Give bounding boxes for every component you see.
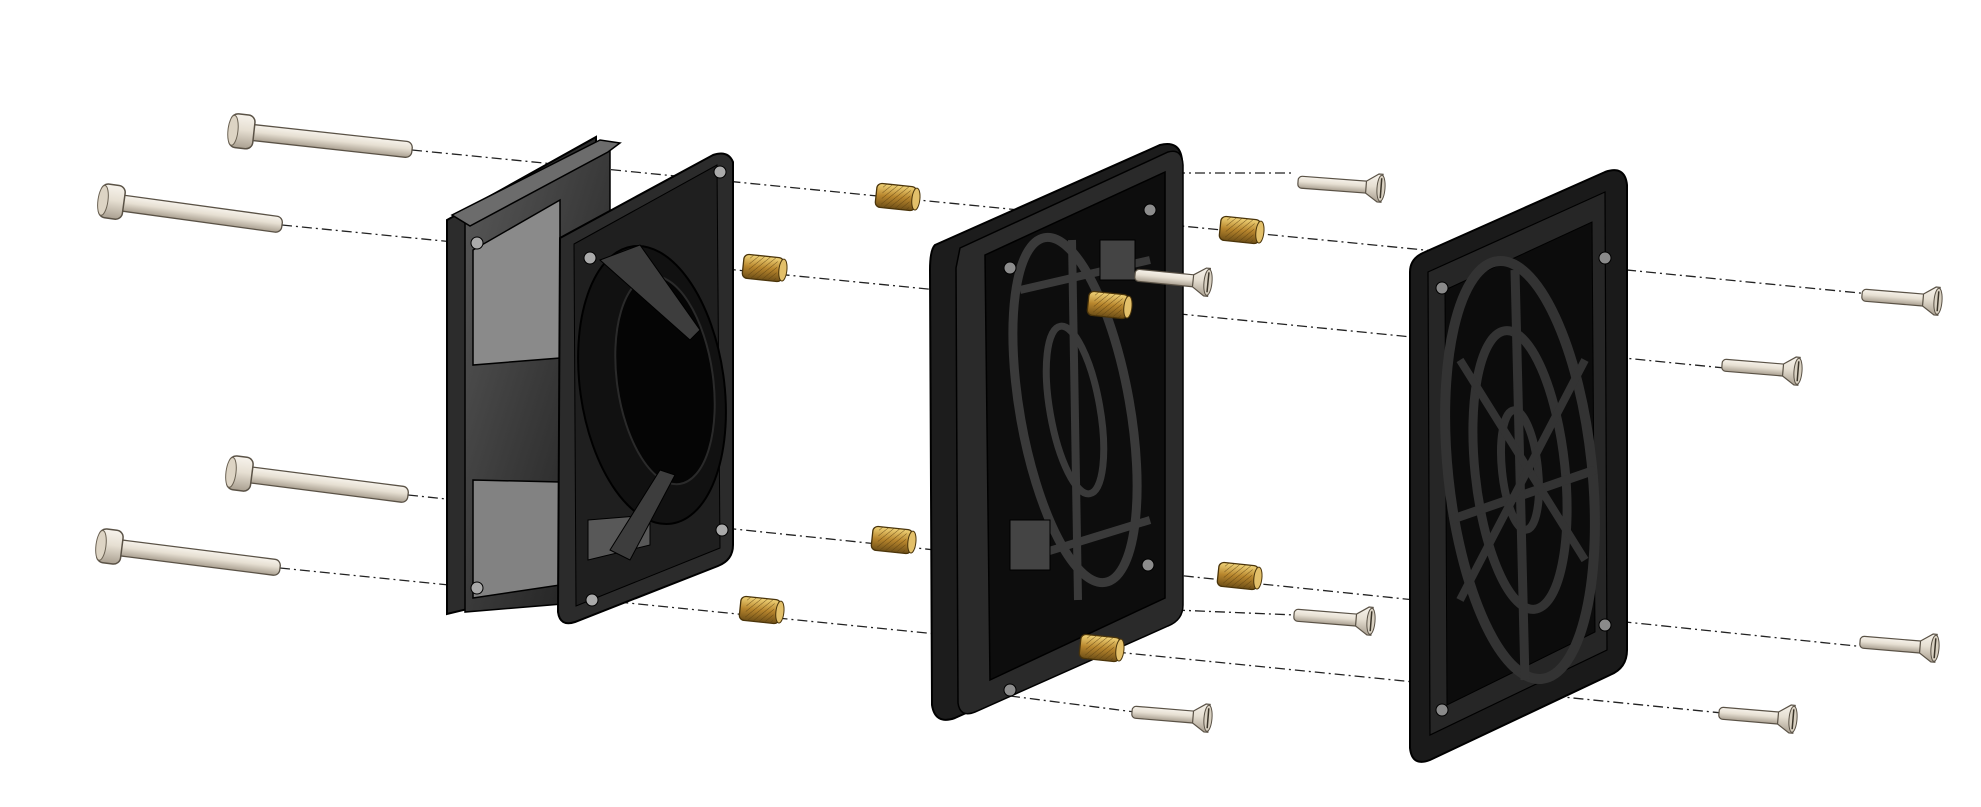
countersunk-screw (1859, 633, 1940, 663)
countersunk-screw (1297, 173, 1386, 203)
cap-screw (97, 183, 283, 233)
grille-mount-hole (1435, 703, 1449, 717)
countersunk-screw-group (1131, 173, 1943, 734)
fan-grille (1409, 169, 1628, 763)
fan-mount-hole (470, 581, 484, 595)
cap-screw-group (95, 113, 413, 576)
countersunk-screw (1861, 286, 1943, 316)
cap-screw (225, 455, 409, 503)
fan-mount-hole (715, 523, 729, 537)
grille-mount-hole (1598, 618, 1612, 632)
centerline (411, 149, 1881, 296)
fan-mount-hole (470, 236, 484, 250)
adapter-mount-hole (1143, 203, 1157, 217)
adapter-mount-hole (1141, 558, 1155, 572)
threaded-insert-group (738, 182, 1265, 663)
grille-mount-hole (1435, 281, 1449, 295)
centerline (1009, 695, 1136, 713)
threaded-insert (874, 182, 921, 212)
cap-screw (227, 113, 413, 158)
threaded-insert (741, 253, 788, 283)
adapter-mount-hole (1003, 683, 1017, 697)
fan-mount-hole (585, 593, 599, 607)
fan-mount-hole (713, 165, 727, 179)
threaded-insert (870, 525, 917, 555)
threaded-insert (1086, 290, 1133, 320)
fan (446, 135, 734, 625)
threaded-insert (1216, 561, 1263, 591)
cap-screw (95, 528, 281, 576)
fan-mount-hole (583, 251, 597, 265)
adapter-mount-hole (1003, 261, 1017, 275)
threaded-insert (1218, 215, 1265, 245)
fan-adapter-frame (928, 143, 1184, 721)
threaded-insert (738, 595, 785, 625)
countersunk-screw (1134, 267, 1213, 297)
threaded-insert (1078, 633, 1125, 663)
grille-mount-hole (1598, 251, 1612, 265)
countersunk-screw (1131, 703, 1213, 733)
centerline (1174, 609, 1296, 616)
countersunk-screw (1721, 356, 1803, 386)
countersunk-screw (1293, 606, 1376, 636)
countersunk-screw (1718, 704, 1798, 734)
